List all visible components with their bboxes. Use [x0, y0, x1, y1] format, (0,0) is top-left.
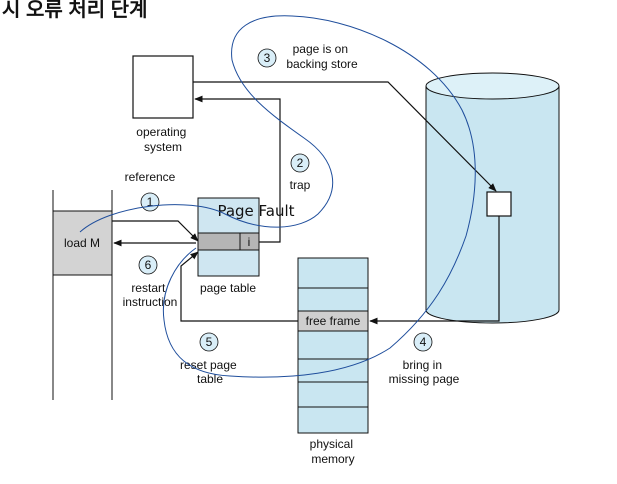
- page-title: 시 오류 처리 단계: [2, 0, 147, 21]
- page-table-label: page table: [200, 281, 256, 295]
- load-m-label: load M: [64, 236, 100, 250]
- step-2: 2: [290, 153, 310, 173]
- physical-memory-line-1: physical: [310, 437, 353, 451]
- step-6-number: 6: [145, 258, 152, 272]
- physical-memory-line-2: memory: [311, 452, 354, 466]
- step-4: 4: [413, 332, 433, 352]
- restart-line-2: instruction: [123, 295, 178, 309]
- trap-arrow: [194, 95, 281, 243]
- trap-label: trap: [290, 178, 311, 192]
- step-3: 3: [257, 48, 277, 68]
- backing-store-line-1: page is on: [293, 42, 348, 56]
- physical-memory-label: physical memory: [310, 437, 357, 466]
- backing-store-arrow: [193, 81, 497, 192]
- step-2-number: 2: [297, 156, 304, 170]
- operating-system-line-1: operating: [136, 125, 186, 139]
- step-1: 1: [140, 192, 160, 212]
- physical-memory: [297, 257, 369, 434]
- page-fault-label: Page Fault: [217, 202, 294, 220]
- step-1-number: 1: [147, 195, 154, 209]
- invalid-bit-label: i: [248, 235, 251, 249]
- reset-page-table-arrow: [180, 251, 298, 322]
- step-5: 5: [199, 332, 219, 352]
- bring-in-arrow: [369, 216, 500, 325]
- reset-page-table-label: reset page table: [180, 358, 240, 386]
- restart-instruction-label: restart instruction: [123, 281, 178, 309]
- step-5-number: 5: [206, 335, 213, 349]
- step-3-number: 3: [264, 51, 271, 65]
- restart-line-1: restart: [131, 281, 166, 295]
- operating-system-box: [132, 55, 194, 119]
- backing-store-label: page is on backing store: [286, 42, 358, 71]
- operating-system-label: operating system: [136, 125, 189, 154]
- bring-in-line-1: bring in: [403, 358, 442, 372]
- step-4-number: 4: [420, 335, 427, 349]
- backing-store-line-2: backing store: [286, 57, 358, 71]
- bring-in-line-2: missing page: [389, 372, 460, 386]
- load-m-block: [52, 210, 113, 276]
- annotation-loop: [79, 15, 476, 378]
- reference-label: reference: [125, 170, 176, 184]
- bring-in-label: bring in missing page: [389, 358, 460, 386]
- reset-line-2: table: [197, 372, 223, 386]
- reference-arrow: [112, 220, 199, 242]
- reset-line-1: reset page: [180, 358, 237, 372]
- backing-store-cylinder: [425, 72, 560, 324]
- free-frame-label: free frame: [306, 314, 361, 328]
- backing-store-page: [486, 191, 512, 217]
- operating-system-line-2: system: [144, 140, 182, 154]
- step-6: 6: [138, 255, 158, 275]
